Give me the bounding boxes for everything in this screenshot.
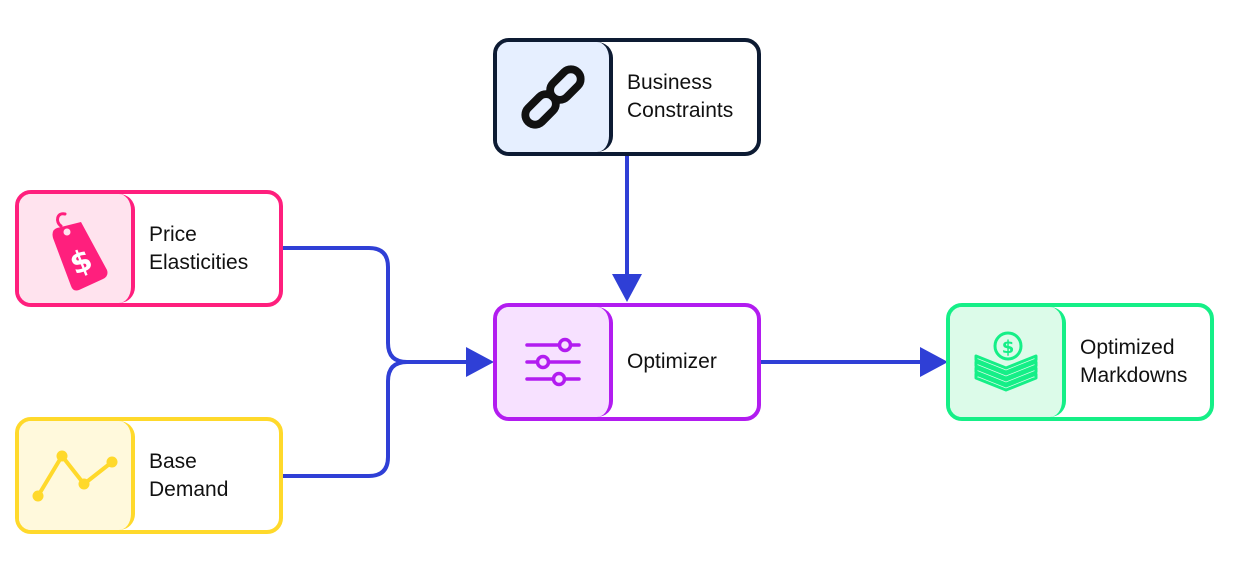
icon-box-business-constraints (497, 42, 613, 152)
node-price-elasticities: $ Price Elasticities (15, 190, 283, 307)
label-optimized-markdowns: Optimized Markdowns (1080, 336, 1188, 387)
svg-text:$: $ (1002, 337, 1015, 358)
chain-link-icon (521, 65, 585, 129)
label-base-demand: Base Demand (149, 449, 229, 501)
line-chart-icon (32, 450, 118, 501)
icon-box-optimized-markdowns: $ (950, 307, 1066, 417)
node-business-constraints: Business Constraints (493, 38, 761, 156)
arrowhead-right-optimizer (466, 347, 494, 377)
icon-box-price-elasticities: $ (19, 194, 135, 303)
sliders-icon (525, 337, 581, 387)
arrowhead-down (612, 274, 642, 302)
price-tag-icon: $ (52, 211, 108, 290)
icon-box-base-demand (19, 421, 135, 530)
label-optimizer: Optimizer (627, 350, 717, 373)
label-price-elasticities: Price Elasticities (149, 222, 249, 274)
icon-box-optimizer (497, 307, 613, 417)
arrowhead-right-markdowns (920, 347, 948, 377)
connector-demand-to-optimizer (282, 360, 408, 478)
node-optimized-markdowns: $ Optimized Markdowns (946, 303, 1214, 421)
money-stack-icon: $ (974, 331, 1038, 392)
label-business-constraints: Business Constraints (627, 71, 734, 122)
node-optimizer: Optimizer (493, 303, 761, 421)
node-base-demand: Base Demand (15, 417, 283, 534)
connector-price-to-optimizer (282, 246, 478, 364)
